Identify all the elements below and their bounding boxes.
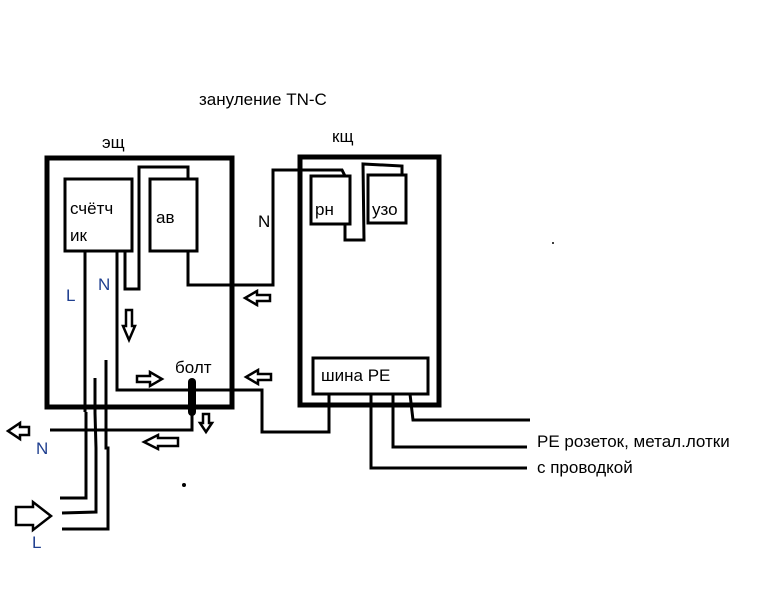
- rcd-box: [366, 173, 408, 225]
- stray-dot: [552, 242, 554, 244]
- wire-pe-out-2: [391, 394, 527, 449]
- wire-bolt-to-pe: [192, 388, 331, 434]
- arrow-right-bolt-icon: [135, 369, 165, 389]
- wire-N-label: N: [98, 275, 111, 294]
- stray-dot: [182, 483, 186, 487]
- arrow-down-bolt-icon: [197, 412, 215, 435]
- wire-breaker-to-kshch: [186, 168, 347, 287]
- incoming-L-label: L: [32, 533, 42, 552]
- wire-pe-out-3: [369, 394, 527, 470]
- wire-N-meter-bolt: [115, 251, 192, 392]
- wire-incoming-1: [60, 412, 88, 500]
- bolt-label: болт: [175, 358, 212, 377]
- kshch-label: кщ: [332, 127, 354, 146]
- eshch-label: эщ: [102, 133, 125, 152]
- pe-outputs-label-line2: с проводкой: [537, 458, 633, 477]
- diagram-title: зануление TN-C: [199, 90, 327, 109]
- meter-label-line2: ик: [70, 226, 87, 245]
- arrow-right-l-feed-icon: [14, 499, 54, 533]
- link-N-label: N: [258, 212, 271, 231]
- arrow-left-n-link-icon: [242, 288, 272, 308]
- wires: [50, 162, 530, 531]
- pe-outputs-label-line1: РЕ розеток, метал.лотки: [537, 432, 730, 451]
- eshch-panel-box: [44, 155, 235, 410]
- wire-pe-out-1: [408, 393, 530, 422]
- wire-L-label: L: [66, 286, 76, 305]
- rcd-label: узо: [372, 200, 398, 219]
- wire-incoming-3: [62, 360, 110, 531]
- arrow-down-n-icon: [121, 308, 137, 344]
- wire-relay-to-rcd: [343, 162, 404, 242]
- meter-label-line1: счётч: [70, 199, 114, 218]
- breaker-label: ав: [156, 208, 175, 227]
- meter-box: [63, 177, 134, 253]
- breaker-box: [148, 177, 199, 253]
- arrow-left-n-out-icon: [141, 432, 180, 452]
- relay-box: [309, 174, 352, 226]
- arrow-left-pe-icon: [243, 367, 273, 387]
- outgoing-N-label: N: [36, 439, 49, 458]
- arrows: [5, 288, 273, 533]
- pe-bus-label: шина РЕ: [321, 366, 391, 385]
- wire-N-outgoing: [50, 410, 194, 432]
- relay-label: рн: [315, 200, 334, 219]
- arrow-left-n-feed-icon: [5, 420, 31, 442]
- wire-meter-to-breaker: [123, 165, 190, 291]
- wire-incoming-2: [61, 378, 98, 515]
